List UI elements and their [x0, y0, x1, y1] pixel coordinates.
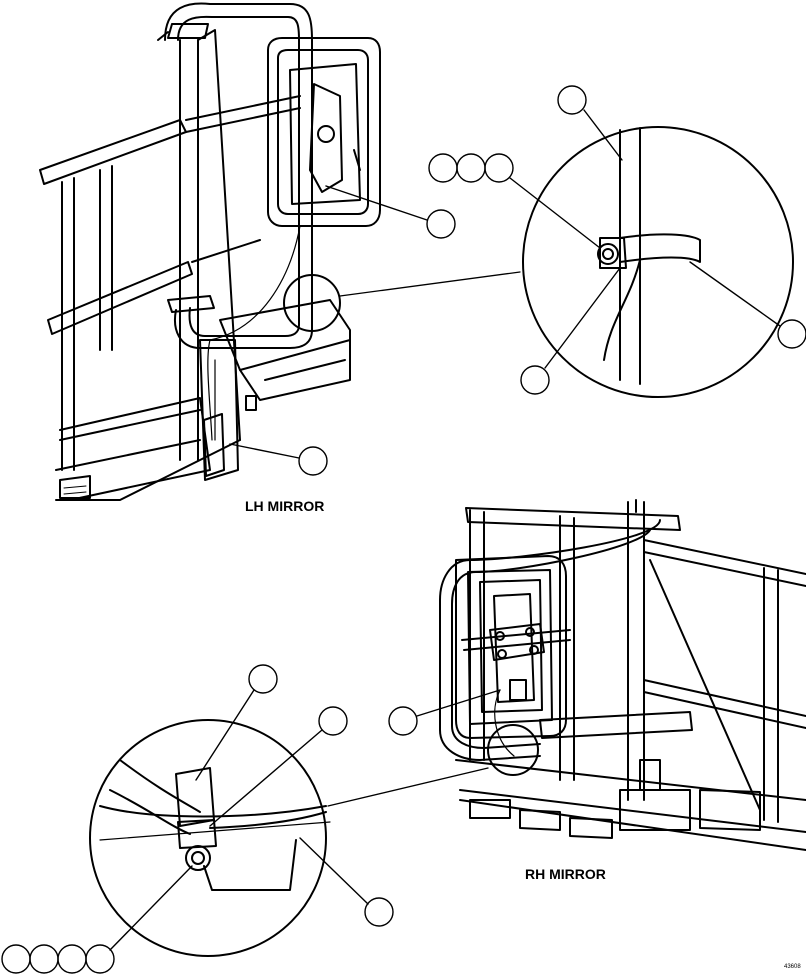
lh-detail-contents [597, 127, 701, 385]
rh-magnify-leader [327, 767, 489, 807]
lh-mirror-housing [267, 37, 381, 227]
lh-magnify-leader [339, 271, 521, 297]
lh-mirror-arm [164, 2, 313, 349]
lh-detail-source-circle [283, 274, 341, 332]
rh-mirror-view [1, 499, 806, 974]
lh-callouts [229, 85, 806, 476]
rh-detail-circle [89, 719, 327, 957]
lh-guard-rail [39, 95, 301, 471]
lh-mirror-label: LH MIRROR [245, 498, 325, 514]
rh-mirror-label: RH MIRROR [525, 866, 606, 882]
lh-detail-circle [522, 126, 794, 398]
rh-mirror-housing [455, 555, 571, 739]
rh-deck [455, 759, 806, 851]
figure-number: 43608 [784, 964, 801, 970]
rh-cable [494, 689, 515, 757]
lh-post [157, 23, 241, 461]
rh-callouts [1, 664, 501, 974]
lh-boom [55, 397, 241, 501]
lh-mirror-view [39, 2, 806, 501]
rh-detail-source-circle [487, 724, 539, 776]
lh-cable [207, 225, 301, 441]
rh-guard-rail [465, 499, 806, 823]
rh-mirror-arm [439, 519, 661, 761]
rh-detail-contents [99, 759, 331, 891]
